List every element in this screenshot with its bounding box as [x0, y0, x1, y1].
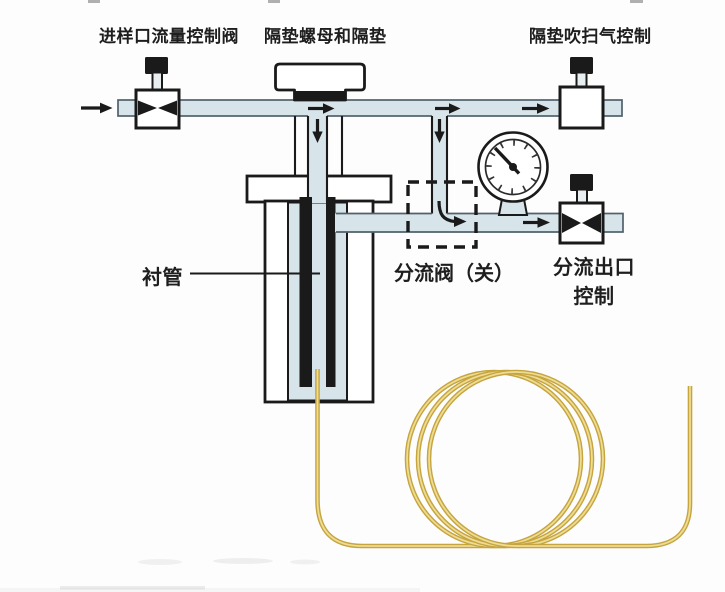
label-split-valve-closed: 分流阀（关）	[394, 263, 514, 285]
valve-knob-icon	[145, 57, 168, 74]
flow-arrows	[81, 102, 550, 228]
toward-purge-valve-arrow-icon	[522, 103, 550, 114]
inlet-flow-control-valve	[134, 57, 181, 130]
branch-right-arrow-icon	[435, 103, 461, 114]
column-coil-loop-3-highlight	[428, 371, 604, 547]
purge-branch-channel	[432, 114, 447, 216]
column-outlet-highlight	[517, 386, 691, 547]
down-into-injector-arrow-icon	[312, 119, 323, 143]
valve-bowtie-right-icon	[582, 213, 601, 233]
turn-arrow-head	[454, 216, 467, 227]
smudge-artifact	[0, 588, 420, 592]
label-split-outlet-line1: 分流出口	[553, 257, 635, 279]
septum-nut-and-septum	[274, 62, 366, 102]
pressure-gauge	[477, 131, 549, 216]
dashed-box-icon	[406, 180, 478, 249]
smudge-artifact	[213, 558, 273, 564]
split-outlet-valve	[558, 174, 624, 245]
carrier-gas-pipe	[117, 99, 623, 117]
split-pipe-fill	[335, 213, 560, 232]
valve-bowtie-left-icon	[562, 213, 581, 233]
column-coil-loop-2-highlight	[417, 371, 593, 547]
septum-seal	[294, 91, 345, 100]
inlet-flow-arrow-icon	[81, 102, 113, 114]
gauge-ticks	[486, 140, 540, 194]
valve-bowtie-left-icon	[138, 100, 157, 116]
valve-bowtie-right-icon	[158, 100, 177, 116]
scan-artifacts	[0, 0, 643, 592]
branch-down-arrow-icon	[434, 119, 445, 143]
edge-speck	[268, 0, 280, 3]
injector-bore	[287, 201, 348, 402]
label-liner: 衬管	[142, 267, 183, 289]
injector-assembly	[245, 114, 449, 404]
liner-wall-left	[299, 197, 312, 387]
smudge-artifact	[138, 559, 182, 565]
split-valve-dashed-box	[406, 180, 478, 249]
label-septum-nut: 隔垫螺母和隔垫	[264, 27, 387, 46]
gauge-hub	[509, 163, 517, 171]
outlet-pipe-stub	[602, 212, 624, 233]
septum-purge-valve	[558, 57, 605, 130]
label-split-outlet-line2: 控制	[573, 286, 615, 308]
valve-body	[558, 85, 605, 130]
label-split-outlet-control: 分流出口 控制	[546, 254, 642, 312]
edge-speck	[88, 0, 100, 3]
valve-stem	[151, 71, 163, 92]
capillary-column	[315, 369, 693, 549]
drop-channel	[308, 114, 327, 203]
main-pipe	[117, 99, 623, 117]
label-septum-purge-control: 隔垫吹扫气控制	[529, 27, 652, 46]
label-inlet-flow-valve: 进样口流量控制阀	[99, 27, 239, 46]
turn-arrow-shaft	[437, 200, 456, 224]
column-inlet-highlight	[316, 369, 506, 547]
valve-knob-icon	[570, 174, 593, 191]
after-septum-arrow-icon	[308, 103, 335, 114]
split-line-arrow-icon	[523, 217, 550, 228]
edge-speck	[630, 0, 643, 3]
valve-knob-icon	[570, 57, 593, 74]
smudge-artifact	[60, 586, 205, 590]
smudge-artifact	[290, 559, 320, 565]
liner-wall-right	[326, 197, 336, 387]
column-coil-loop-1-highlight	[406, 371, 582, 547]
gauge-needle	[493, 146, 515, 169]
